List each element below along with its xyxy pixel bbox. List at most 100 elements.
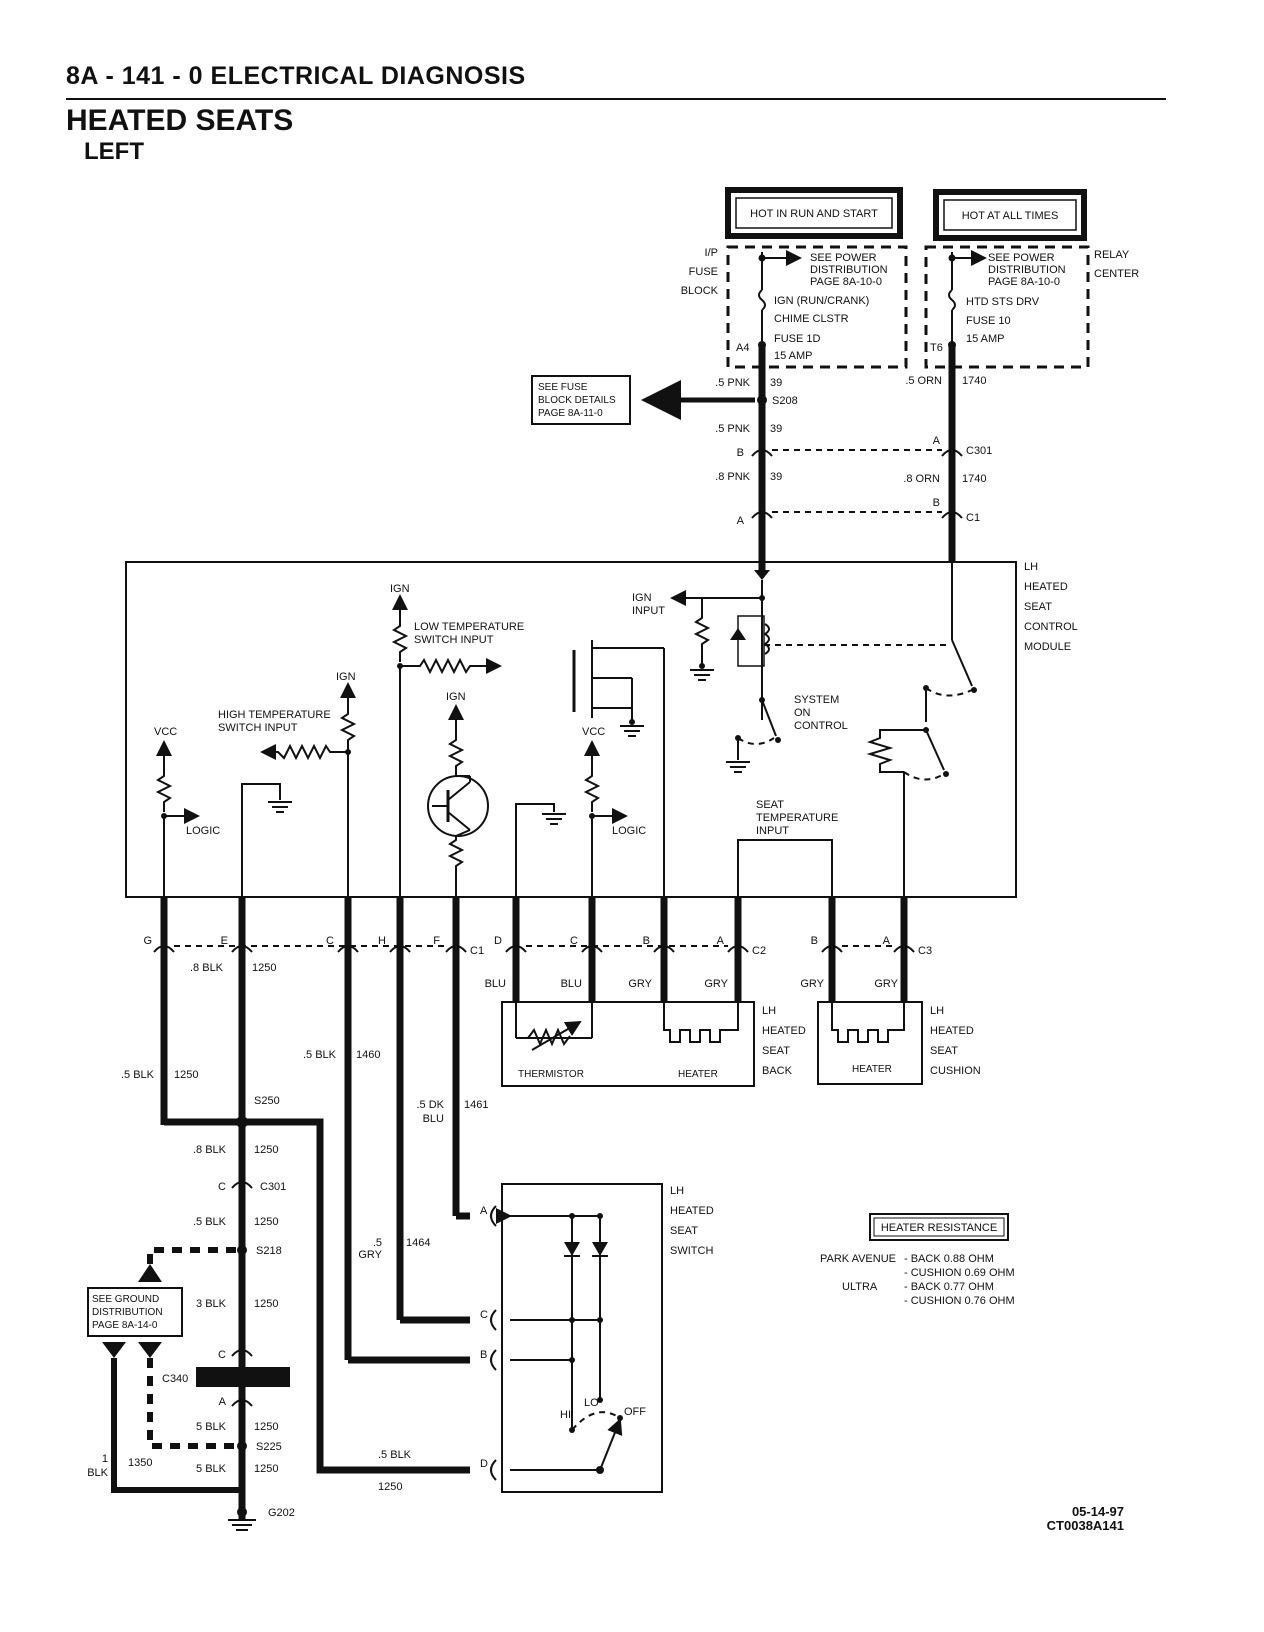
heater-relay-arc-1	[925, 687, 973, 697]
relay-center-label: RELAY CENTER	[1094, 249, 1139, 280]
relay-coil	[763, 623, 770, 655]
svg-text:1250: 1250	[254, 1298, 278, 1310]
svg-text:.8 BLK: .8 BLK	[190, 962, 224, 974]
svg-text:A: A	[219, 1396, 227, 1408]
svg-text:1460: 1460	[356, 1049, 380, 1061]
svg-text:HOT AT ALL TIMES: HOT AT ALL TIMES	[962, 210, 1059, 222]
svg-text:.8 ORN: .8 ORN	[903, 473, 940, 485]
seat-temp-input: SEAT TEMPERATURE INPUT	[737, 799, 838, 897]
heater-relay-contact-3	[943, 771, 949, 777]
svg-text:SEAT: SEAT	[670, 1225, 698, 1237]
svg-text:A4: A4	[736, 342, 749, 354]
svg-text:1740: 1740	[962, 375, 986, 387]
svg-text:HEATED: HEATED	[930, 1025, 974, 1037]
svg-text:1250: 1250	[378, 1481, 402, 1493]
relay-center-outline	[924, 245, 1090, 369]
svg-text:H: H	[378, 935, 386, 947]
svg-text:BLU: BLU	[423, 1113, 444, 1125]
vcc-logic-left: VCC LOGIC	[154, 726, 220, 897]
svg-text:HTD STS DRV: HTD STS DRV	[966, 296, 1040, 308]
svg-text:PAGE 8A-10-0: PAGE 8A-10-0	[988, 276, 1060, 288]
svg-text:DISTRIBUTION: DISTRIBUTION	[92, 1307, 163, 1318]
svg-text:B: B	[933, 497, 940, 509]
svg-text:.5 DK: .5 DK	[416, 1099, 444, 1111]
svg-text:.5 BLK: .5 BLK	[193, 1216, 227, 1228]
svg-text:BLK: BLK	[87, 1467, 108, 1479]
svg-text:C2: C2	[752, 945, 766, 957]
fuse-10: SEE POWER DISTRIBUTION PAGE 8A-10-0 HTD …	[930, 250, 1066, 354]
svg-text:C: C	[326, 935, 334, 947]
svg-text:ON: ON	[794, 707, 811, 719]
svg-text:1740: 1740	[962, 473, 986, 485]
svg-text:HEATER: HEATER	[678, 1069, 718, 1080]
svg-text:.8 BLK: .8 BLK	[193, 1144, 227, 1156]
svg-text:D: D	[480, 1458, 488, 1470]
switch-ground-label: .5 BLK 1250	[378, 1449, 412, 1493]
svg-text:CONTROL: CONTROL	[1024, 621, 1078, 633]
svg-text:HIGH TEMPERATURE: HIGH TEMPERATURE	[218, 709, 331, 721]
connector-c1-bottom: G E C H F C1	[143, 935, 484, 957]
svg-text:39: 39	[770, 423, 782, 435]
svg-text:OFF: OFF	[624, 1406, 646, 1418]
diagram-title: HEATED SEATS	[66, 104, 294, 137]
svg-text:SWITCH INPUT: SWITCH INPUT	[414, 634, 494, 646]
svg-text:.5: .5	[373, 1237, 382, 1249]
svg-text:GRY: GRY	[628, 978, 652, 990]
svg-text:LH: LH	[1024, 561, 1038, 573]
svg-text:HEATED: HEATED	[1024, 581, 1068, 593]
svg-text:BLU: BLU	[485, 978, 506, 990]
see-fuse-block-box: SEE FUSE BLOCK DETAILS PAGE 8A-11-0	[531, 375, 631, 425]
svg-text:5 BLK: 5 BLK	[196, 1421, 227, 1433]
svg-text:C301: C301	[966, 445, 992, 457]
svg-text:PAGE 8A-10-0: PAGE 8A-10-0	[810, 276, 882, 288]
ground-distribution-leads: SEE GROUND DISTRIBUTION PAGE 8A-14-0	[87, 1247, 242, 1493]
svg-text:FUSE: FUSE	[689, 266, 718, 278]
svg-text:- CUSHION 0.76 OHM: - CUSHION 0.76 OHM	[904, 1295, 1015, 1307]
svg-text:HEATER: HEATER	[852, 1064, 892, 1075]
svg-text:INPUT: INPUT	[632, 605, 665, 617]
mosfet	[572, 640, 665, 897]
svg-text:1461: 1461	[464, 1099, 488, 1111]
control-module-box	[125, 561, 1017, 898]
page-number: 8A - 141 - 0 ELECTRICAL DIAGNOSIS	[66, 62, 526, 90]
svg-text:C1: C1	[966, 512, 980, 524]
svg-text:LH: LH	[762, 1005, 776, 1017]
svg-text:C: C	[570, 935, 578, 947]
svg-text:ULTRA: ULTRA	[842, 1281, 878, 1293]
hot-all-times-box: HOT AT ALL TIMES	[933, 189, 1087, 241]
seat-switch-assembly: HI LO OFF A C B D	[348, 1183, 663, 1493]
svg-text:IGN: IGN	[336, 671, 356, 683]
heater-relay-contact-1	[971, 687, 977, 693]
svg-text:A: A	[480, 1205, 488, 1217]
svg-text:SEAT: SEAT	[762, 1045, 790, 1057]
svg-text:SEE POWER: SEE POWER	[988, 252, 1055, 264]
heater-relay-arc-2	[903, 771, 945, 781]
svg-text:1250: 1250	[174, 1069, 198, 1081]
low-temp-input: IGN LOW TEMPERATURE SWITCH INPUT	[390, 583, 524, 897]
svg-text:BACK: BACK	[762, 1065, 793, 1077]
high-temp-input: HIGH TEMPERATURE SWITCH INPUT IGN	[218, 671, 357, 897]
svg-text:SEE POWER: SEE POWER	[810, 252, 877, 264]
svg-text:GRY: GRY	[358, 1249, 382, 1261]
svg-text:IGN: IGN	[632, 592, 652, 604]
svg-text:G202: G202	[268, 1507, 295, 1519]
svg-text:INPUT: INPUT	[756, 825, 789, 837]
diagram-subtitle: LEFT	[84, 138, 144, 165]
svg-text:CONTROL: CONTROL	[794, 720, 848, 732]
svg-text:G: G	[143, 935, 152, 947]
svg-text:C: C	[218, 1349, 226, 1361]
svg-text:MODULE: MODULE	[1024, 641, 1071, 653]
svg-text:SWITCH INPUT: SWITCH INPUT	[218, 722, 298, 734]
svg-text:IGN (RUN/CRANK): IGN (RUN/CRANK)	[774, 295, 869, 307]
svg-text:1250: 1250	[252, 962, 276, 974]
heater-resistance-table: HEATER RESISTANCE PARK AVENUE - BACK 0.8…	[820, 1213, 1015, 1307]
svg-text:SYSTEM: SYSTEM	[794, 694, 839, 706]
svg-text:1350: 1350	[128, 1457, 152, 1469]
svg-text:1464: 1464	[406, 1237, 430, 1249]
svg-text:B: B	[737, 447, 744, 459]
svg-text:C: C	[218, 1181, 226, 1193]
svg-text:FUSE 1D: FUSE 1D	[774, 333, 821, 345]
svg-text:FUSE 10: FUSE 10	[966, 315, 1011, 327]
svg-text:A: A	[883, 935, 891, 947]
svg-text:IGN: IGN	[390, 583, 410, 595]
